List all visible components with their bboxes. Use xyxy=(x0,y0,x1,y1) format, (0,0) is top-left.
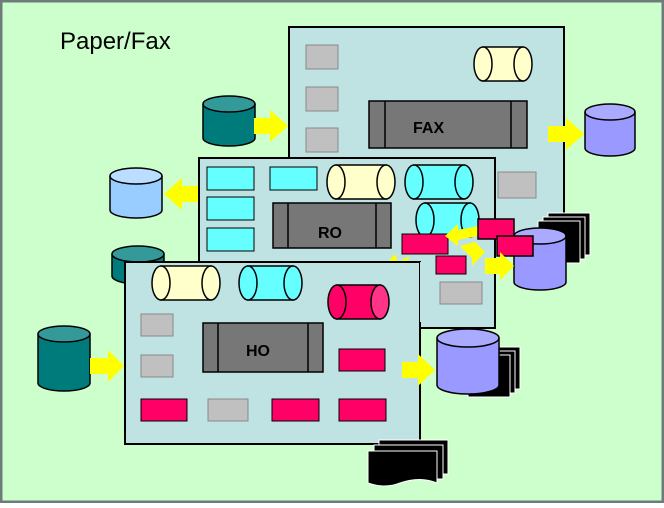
arrow-into-middle-db xyxy=(485,252,514,280)
ho-process-box: HO xyxy=(202,322,324,373)
database-teal-bottom xyxy=(37,325,91,392)
cream-tape-ro xyxy=(326,164,396,200)
database-light-blue xyxy=(109,167,163,219)
arrow-ro-left xyxy=(164,178,198,210)
database-teal-top xyxy=(202,95,256,147)
fax-label: FAX xyxy=(413,120,444,137)
arrow-ho-out xyxy=(402,354,435,386)
arrow-ro-pink-3 xyxy=(460,242,485,266)
pink-fax-2 xyxy=(496,235,534,257)
arrow-into-ho xyxy=(90,350,124,382)
paper-stack-bottom xyxy=(367,439,449,487)
cyan-tape-ro-1 xyxy=(404,164,474,200)
ro-process-box: RO xyxy=(272,202,392,249)
diagram-title: Paper/Fax xyxy=(60,28,171,55)
database-violet-ho xyxy=(436,328,500,395)
ho-panel: HO xyxy=(124,261,421,445)
arrow-into-fax xyxy=(254,110,288,142)
ho-label: HO xyxy=(246,343,270,360)
arrow-fax-out xyxy=(548,118,584,150)
pink-tape-ho xyxy=(327,284,390,320)
database-violet-fax xyxy=(584,103,636,157)
arrow-ro-pink-1 xyxy=(445,224,478,246)
cream-tape-ho xyxy=(151,265,221,301)
cyan-tape-ho xyxy=(238,265,303,301)
fax-process-box: FAX xyxy=(368,100,528,149)
ro-side-box-1 xyxy=(420,262,435,322)
cream-tape-fax xyxy=(473,46,533,82)
ro-label: RO xyxy=(318,225,342,242)
pink-fax-1 xyxy=(477,218,515,240)
